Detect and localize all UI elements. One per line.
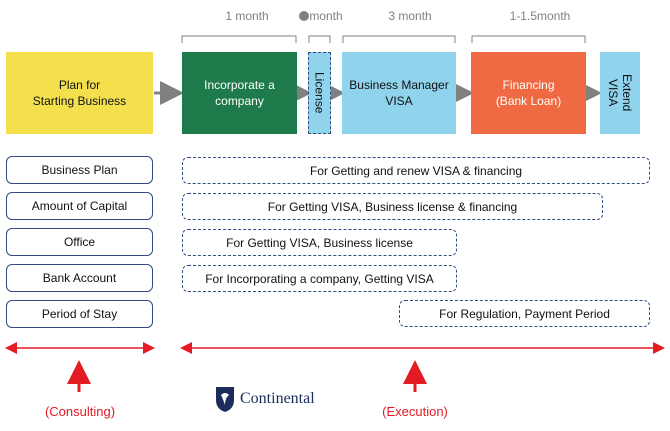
item-office: Office (6, 228, 153, 256)
phase-extend: Extend VISA (600, 52, 640, 134)
item-period-of-stay: Period of Stay (6, 300, 153, 328)
bracket-financing (471, 35, 586, 43)
bracket-incorporate (181, 35, 297, 43)
consulting-label: (Consulting) (44, 404, 116, 419)
item-amount-of-capital: Amount of Capital (6, 192, 153, 220)
phase-financing: Financing (Bank Loan) (471, 52, 586, 134)
bullet-dot-icon (299, 11, 310, 21)
phase-incorporate: Incorporate a company (182, 52, 297, 134)
purpose-business-plan: For Getting and renew VISA & financing (182, 157, 650, 184)
bracket-license (308, 35, 331, 43)
continental-logo-icon (213, 385, 237, 413)
phase-business-manager: Business Manager VISA (342, 52, 456, 134)
purpose-office: For Getting VISA, Business license (182, 229, 457, 256)
purpose-amount-of-capital: For Getting VISA, Business license & fin… (182, 193, 603, 220)
logo-wordmark: Continental (240, 390, 315, 407)
duration-license: month (297, 9, 345, 23)
item-bank-account: Bank Account (6, 264, 153, 292)
execution-label: (Execution) (382, 404, 448, 419)
duration-incorporate: 1 month (225, 9, 269, 23)
duration-financing: 1-1.5month (509, 9, 571, 23)
duration-license-text: month (309, 9, 343, 23)
phase-license: License (308, 52, 331, 134)
phase-extend-label: Extend VISA (606, 74, 634, 112)
purpose-bank-account: For Incorporating a company, Getting VIS… (182, 265, 457, 292)
phase-license-label: License (312, 72, 327, 114)
bracket-business-manager (342, 35, 456, 43)
item-business-plan: Business Plan (6, 156, 153, 184)
purpose-period-of-stay: For Regulation, Payment Period (399, 300, 650, 327)
duration-business-manager: 3 month (388, 9, 432, 23)
phase-plan: Plan for Starting Business (6, 52, 153, 134)
